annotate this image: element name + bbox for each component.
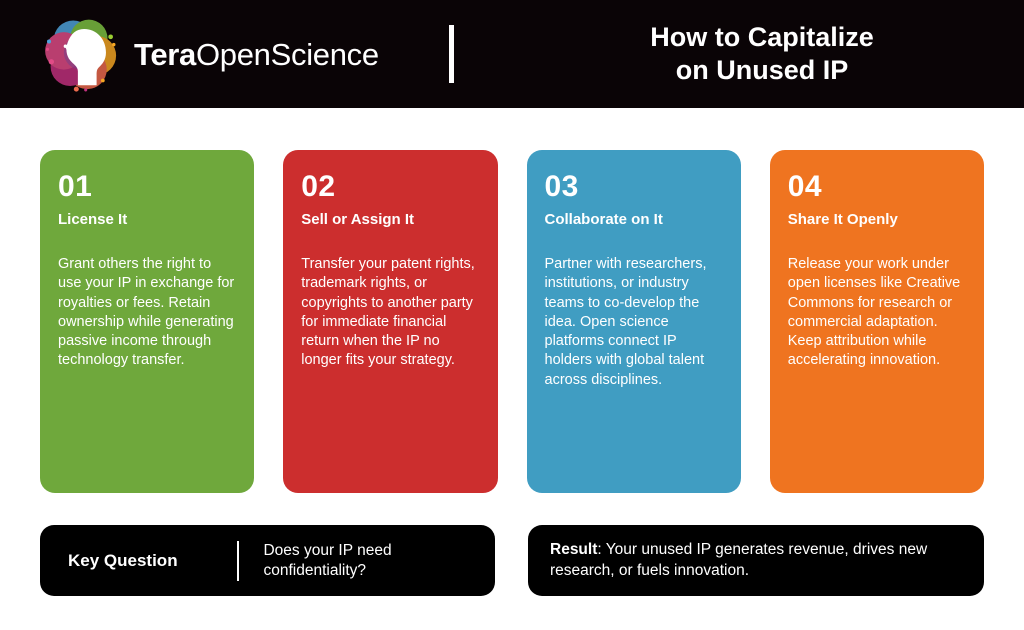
brand-name-light: OpenScience (195, 36, 379, 72)
page-title: How to Capitalize on Unused IP (500, 0, 1024, 108)
brand-name-bold: Tera (134, 36, 196, 72)
brain-network-circle-logo (42, 15, 120, 93)
key-question-bar: Key Question Does your IP need confident… (40, 525, 495, 596)
step-body-text: Transfer your patent rights, trademark r… (301, 256, 475, 369)
step-number: 02 (301, 170, 336, 203)
step-number: 03 (544, 170, 579, 203)
step-card-02: 02 Sell or Assign It Transfer your paten… (283, 150, 498, 493)
step-body-text: Release your work under open licenses li… (787, 256, 961, 369)
key-question-label: Key Question (68, 550, 178, 570)
result-label: Result (550, 541, 598, 559)
step-number: 04 (787, 170, 823, 203)
page-title-line-2: on Unused IP (675, 55, 849, 85)
step-number: 01 (58, 170, 93, 203)
step-body-text: Partner with researchers, institutions, … (544, 256, 707, 388)
step-card-03: 03 Collaborate on It Partner with resear… (526, 150, 741, 493)
step-card-04: 04 Share It Openly Release your work und… (769, 150, 984, 493)
result-text: Result: Your unused IP generates revenue… (550, 540, 962, 580)
result-bar: Result: Your unused IP generates revenue… (528, 525, 984, 596)
vertical-divider-icon (449, 25, 454, 83)
key-question-text: Does your IP need confidentiality? (263, 541, 392, 579)
page-title-line-1: How to Capitalize (650, 22, 874, 53)
step-subtitle: Share It Openly (787, 211, 898, 228)
step-card-01: 01 License It Grant others the right to … (40, 150, 255, 493)
brand-lockup: TeraOpenScience (42, 15, 379, 93)
bar-divider-icon (237, 540, 240, 581)
step-subtitle: License It (58, 211, 128, 228)
brand-wordmark: TeraOpenScience (134, 39, 379, 70)
step-subtitle: Collaborate on It (544, 211, 663, 228)
header-bar: TeraOpenScience How to Capitalize on Unu… (0, 0, 1024, 108)
result-separator: : (597, 541, 606, 559)
step-subtitle: Sell or Assign It (301, 211, 415, 228)
steps-card-grid: 01 License It Grant others the right to … (40, 150, 984, 493)
result-body: Your unused IP generates revenue, drives… (550, 541, 928, 579)
step-body-text: Grant others the right to use your IP in… (58, 256, 235, 369)
